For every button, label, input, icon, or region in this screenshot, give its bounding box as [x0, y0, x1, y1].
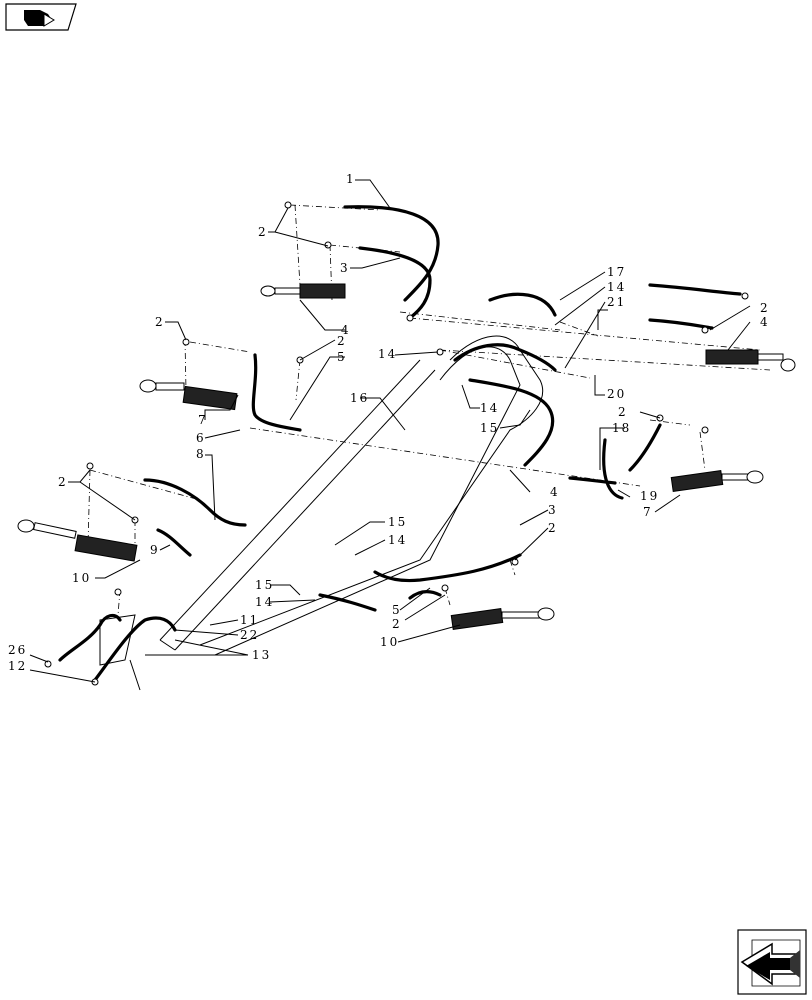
callout-12: 12 [8, 659, 27, 673]
callout-2: 2 [337, 334, 347, 348]
callout-7: 7 [198, 413, 208, 427]
next-page-arrow-icon[interactable] [737, 929, 807, 995]
hydraulic-cylinder-bottom [450, 607, 555, 630]
callout-21: 21 [607, 295, 626, 309]
hydraulic-cylinder-top-left [260, 283, 346, 299]
callout-5: 5 [337, 350, 347, 364]
callout-11: 11 [240, 613, 259, 627]
callout-5: 5 [392, 603, 402, 617]
callout-18: 18 [612, 421, 631, 435]
callout-2: 2 [392, 617, 402, 631]
callout-6: 6 [196, 431, 206, 445]
hydraulic-cylinder-right-top [705, 349, 796, 372]
leader-lines [29, 179, 751, 683]
callout-17: 17 [607, 265, 626, 279]
callout-2: 2 [258, 225, 268, 239]
callout-9: 9 [150, 543, 160, 557]
callout-13: 13 [252, 648, 271, 662]
center-lines [87, 204, 771, 616]
callout-2: 2 [548, 521, 558, 535]
callout-16: 16 [350, 391, 369, 405]
hydraulic-cylinder-right [670, 470, 764, 492]
book-navigation-icon[interactable] [5, 3, 77, 31]
callout-14: 14 [378, 347, 397, 361]
callout-labels: 1 2 3 4 2 5 2 14 16 7 6 8 17 14 21 2 4 2… [8, 172, 770, 673]
fittings [44, 201, 749, 686]
callout-14: 14 [480, 401, 499, 415]
callout-20: 20 [607, 387, 626, 401]
callout-10: 10 [72, 571, 91, 585]
callout-7: 7 [643, 505, 653, 519]
callout-22: 22 [240, 628, 259, 642]
callout-1: 1 [346, 172, 356, 186]
callout-15: 15 [255, 578, 274, 592]
callout-19: 19 [640, 489, 659, 503]
callout-15: 15 [480, 421, 499, 435]
callout-2: 2 [58, 475, 68, 489]
callout-3: 3 [548, 503, 558, 517]
callout-26: 26 [8, 643, 27, 657]
callout-14: 14 [607, 280, 626, 294]
callout-2: 2 [618, 405, 628, 419]
callout-10: 10 [380, 635, 399, 649]
mounting-bracket [99, 614, 141, 691]
callout-8: 8 [196, 447, 206, 461]
callout-4: 4 [550, 485, 560, 499]
callout-4: 4 [341, 323, 351, 337]
callout-3: 3 [340, 261, 350, 275]
hydraulic-hoses [58, 205, 742, 682]
hydraulic-cylinder-lower-left [17, 519, 138, 562]
callout-2: 2 [155, 315, 165, 329]
callout-14: 14 [255, 595, 274, 609]
callout-14: 14 [388, 533, 407, 547]
callout-15: 15 [388, 515, 407, 529]
callout-2: 2 [760, 301, 770, 315]
hydraulic-cylinder-left [139, 379, 238, 411]
callout-4: 4 [760, 315, 770, 329]
